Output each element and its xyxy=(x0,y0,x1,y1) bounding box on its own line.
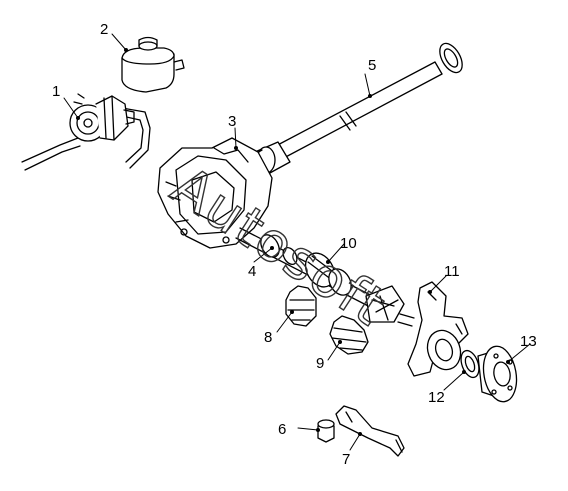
callout-9: 9 xyxy=(316,355,324,372)
callout-2: 2 xyxy=(100,21,108,38)
callout-labels: 1 2 3 4 5 6 7 8 9 10 11 12 13 xyxy=(52,21,537,468)
callout-11: 11 xyxy=(444,263,460,280)
callout-1: 1 xyxy=(52,83,60,100)
cv-boot-inner xyxy=(285,285,317,327)
front-differential xyxy=(157,137,273,249)
callout-10: 10 xyxy=(340,235,357,252)
leader-dots xyxy=(76,48,510,436)
steering-knuckle xyxy=(407,281,469,377)
cv-boot-outer xyxy=(329,315,369,355)
callout-5: 5 xyxy=(368,57,376,74)
fluid-reservoir xyxy=(121,36,185,93)
leader-lines xyxy=(63,33,531,451)
wheel-bearing xyxy=(460,349,480,379)
propeller-shaft xyxy=(247,42,463,175)
callout-3: 3 xyxy=(228,113,236,130)
bushing xyxy=(317,419,335,443)
callout-12: 12 xyxy=(428,389,445,406)
callout-8: 8 xyxy=(264,329,272,346)
callout-4: 4 xyxy=(248,263,256,280)
callout-6: 6 xyxy=(278,421,286,438)
callout-7: 7 xyxy=(342,451,350,468)
control-arm xyxy=(335,405,405,457)
watermark-text: Autosoft xyxy=(161,154,398,339)
power-steering-pump xyxy=(69,93,135,142)
wheel-hub xyxy=(477,345,518,403)
callout-13: 13 xyxy=(520,333,537,350)
